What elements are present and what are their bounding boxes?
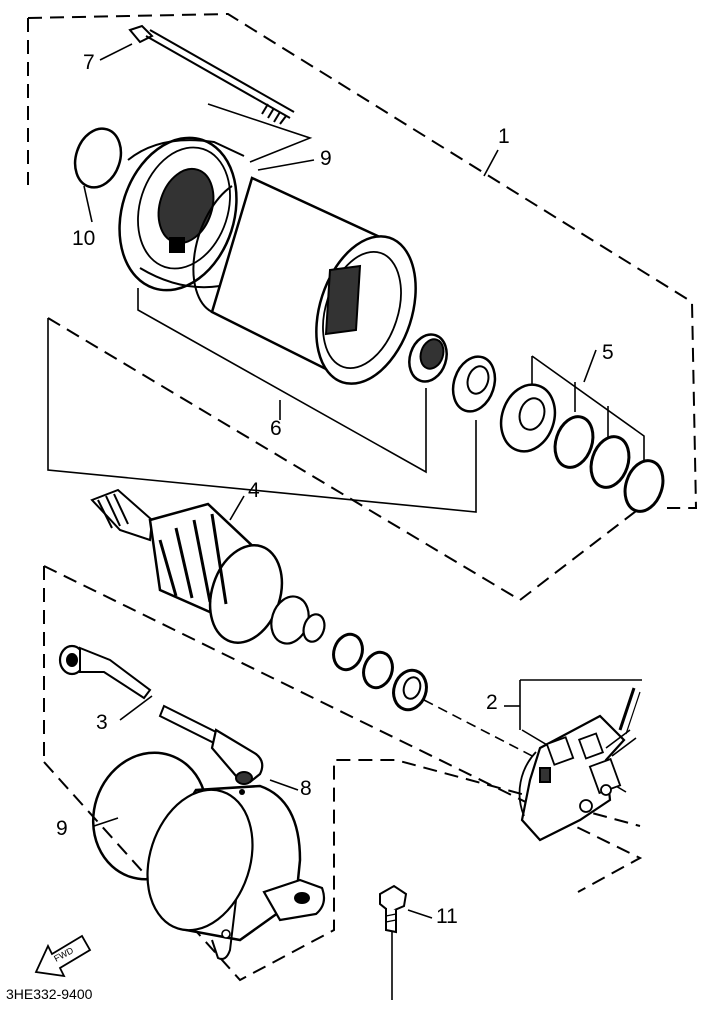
seal bbox=[451, 355, 497, 413]
lower-washers bbox=[332, 632, 428, 712]
bearing bbox=[408, 333, 448, 383]
callout-11: 11 bbox=[436, 905, 458, 928]
callout-1: 1 bbox=[498, 125, 510, 148]
callout-10: 10 bbox=[72, 227, 96, 250]
assembly-boundary-1 bbox=[27, 12, 698, 601]
drawing-code: 3HE332-9400 bbox=[6, 986, 93, 1002]
leader-lines bbox=[83, 43, 597, 1000]
callout-8: 8 bbox=[300, 777, 312, 800]
mounting-bolt bbox=[379, 884, 408, 934]
brush-holder bbox=[518, 687, 641, 842]
shim-set bbox=[499, 383, 665, 513]
callout-5: 5 bbox=[602, 341, 614, 364]
callout-4: 4 bbox=[248, 479, 260, 502]
callout-7: 7 bbox=[83, 51, 95, 74]
callout-9-lower: 9 bbox=[56, 817, 68, 840]
callout-3: 3 bbox=[96, 711, 108, 734]
armature bbox=[90, 488, 326, 645]
callout-6: 6 bbox=[270, 417, 282, 440]
assembly-boundary-lower bbox=[43, 565, 643, 982]
callout-2: 2 bbox=[486, 691, 498, 714]
through-bolt bbox=[128, 24, 295, 125]
terminal-bolt bbox=[158, 704, 264, 785]
yoke-housing bbox=[192, 176, 417, 385]
o-ring bbox=[73, 127, 123, 189]
lead-wire-terminal bbox=[58, 644, 152, 700]
fwd-arrow-icon: FWD bbox=[34, 934, 92, 978]
front-cover bbox=[118, 136, 245, 292]
rear-cover bbox=[146, 784, 326, 960]
callout-9-upper: 9 bbox=[320, 147, 332, 170]
